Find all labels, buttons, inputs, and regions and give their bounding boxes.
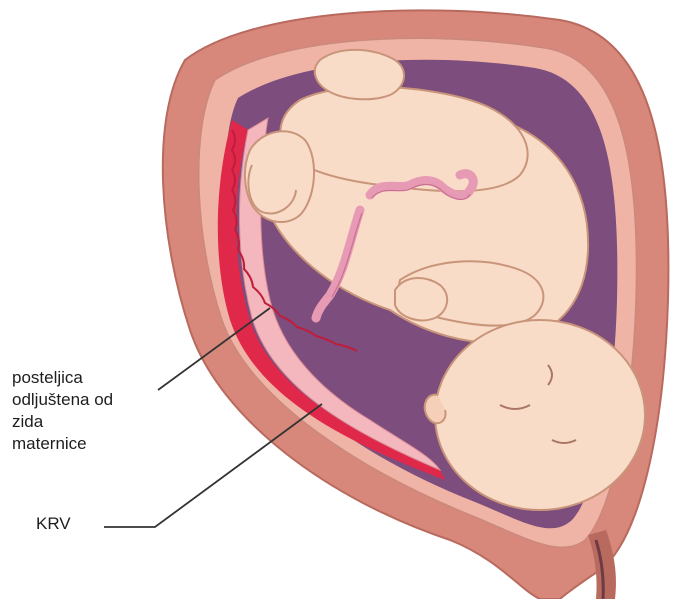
blood-label: KRV	[36, 513, 71, 535]
fetus-head	[435, 320, 645, 510]
fetus-foot	[315, 50, 404, 99]
placenta-label-line-4: maternice	[12, 433, 113, 455]
placenta-detached-label: posteljica odljuštena od zida maternice	[12, 367, 113, 455]
fetus-hand	[395, 278, 447, 320]
placenta-label-line-3: zida	[12, 411, 113, 433]
placenta-label-line-2: odljuštena od	[12, 389, 113, 411]
placenta-label-line-1: posteljica	[12, 367, 113, 389]
